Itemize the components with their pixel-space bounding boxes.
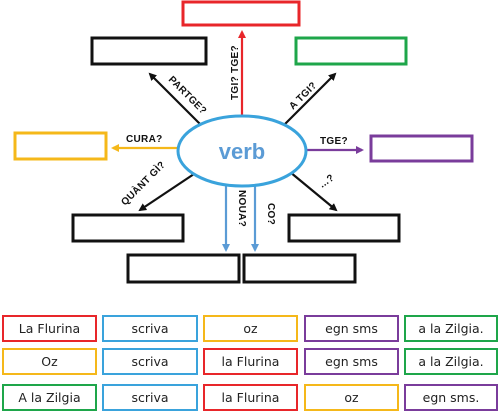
- answer-box-bottom-left: [126, 253, 241, 284]
- arrow-lower-right: [289, 171, 338, 212]
- word-chip[interactable]: scriva: [102, 315, 198, 342]
- answer-box-lower-left: [71, 213, 185, 243]
- word-chip[interactable]: la Flurina: [203, 384, 298, 411]
- sentence-diagram: verb TGI? TGE? PARTGE? A TGI? CURA? TGE?…: [13, 0, 474, 284]
- center-word: verb: [219, 139, 265, 164]
- question-right: TGE?: [320, 136, 348, 147]
- question-left: CURA?: [126, 134, 163, 145]
- word-chip[interactable]: scriva: [102, 384, 198, 411]
- answer-box-upper-right: [294, 36, 408, 66]
- word-chip[interactable]: A la Zilgia: [2, 384, 97, 411]
- word-chip[interactable]: la Flurina: [203, 348, 298, 375]
- arrow-upper-left: [148, 72, 201, 125]
- answer-box-right: [369, 134, 474, 163]
- question-down-right: CO?: [265, 203, 276, 225]
- word-chip[interactable]: Oz: [2, 348, 97, 375]
- question-upper-right: A TGI?: [287, 80, 319, 112]
- verb-ellipse: [176, 114, 308, 188]
- word-chip[interactable]: a la Zilgia.: [404, 348, 498, 375]
- answer-box-top: [181, 0, 301, 27]
- word-chip[interactable]: egn sms: [304, 315, 399, 342]
- answer-box-upper-left: [90, 36, 208, 66]
- question-lower-right: ...?: [317, 172, 336, 190]
- arrow-lower-left: [138, 171, 198, 212]
- answer-box-lower-right: [287, 213, 401, 243]
- question-lower-left: QUÀNT GÌ?: [118, 158, 168, 208]
- word-chip[interactable]: oz: [304, 384, 399, 411]
- word-chip[interactable]: La Flurina: [2, 315, 97, 342]
- word-chip[interactable]: egn sms: [304, 348, 399, 375]
- word-chip[interactable]: egn sms.: [404, 384, 498, 411]
- word-chip[interactable]: a la Zilgia.: [404, 315, 498, 342]
- question-up: TGI? TGE?: [230, 45, 241, 100]
- question-down-left: NOUA?: [236, 190, 247, 227]
- answer-box-bottom-right: [242, 253, 357, 284]
- word-chip[interactable]: scriva: [102, 348, 198, 375]
- answer-box-left: [13, 131, 108, 161]
- word-chip[interactable]: oz: [203, 315, 298, 342]
- arrow-upper-right: [284, 72, 337, 125]
